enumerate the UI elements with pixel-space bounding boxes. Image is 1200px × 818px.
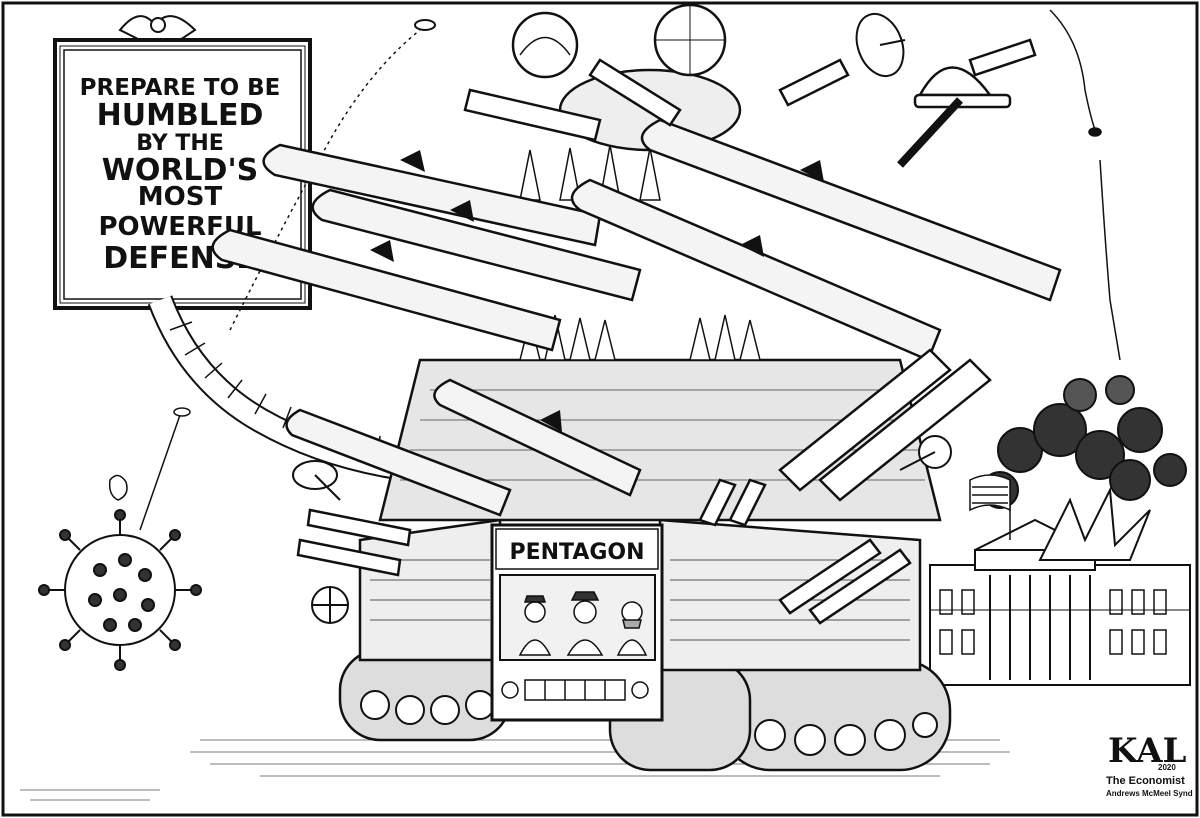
sign-line-3: BY THE: [136, 131, 224, 156]
us-flag-icon: [969, 474, 1011, 540]
pentagon-cab: PENTAGON: [490, 523, 664, 722]
turret-helmet: [897, 66, 1012, 168]
coronavirus-icon: [38, 509, 202, 671]
pentagon-label: PENTAGON: [509, 540, 644, 565]
explosion-burst: [1038, 486, 1151, 561]
sign-line-4: WORLD'S: [102, 153, 259, 188]
radar-dish-icon: [292, 13, 952, 624]
artist-signature: KAL 2020 The Economist Andrews McMeel Sy…: [1106, 731, 1193, 798]
sign-line-5: MOST: [138, 182, 223, 212]
sign-line-1: PREPARE TO BE: [80, 75, 281, 101]
signature-syndicate: Andrews McMeel Synd: [1106, 789, 1193, 798]
signature-publication: The Economist: [1106, 775, 1185, 787]
official-figures: [518, 591, 648, 656]
small-rocket-icon: [414, 19, 436, 31]
gun-barrels: [296, 38, 1037, 625]
signature-artist: KAL: [1108, 731, 1187, 771]
white-house-icon: [929, 518, 1191, 686]
right-tread: [718, 658, 952, 772]
sign-line-2: HUMBLED: [97, 98, 264, 133]
tiny-missile-hit: [108, 407, 191, 531]
cab-grille: [501, 679, 649, 701]
missile-array: [211, 118, 1062, 517]
falling-missile-trail: [1049, 9, 1121, 361]
ground-hatching: [20, 739, 1010, 801]
signature-year: 2020: [1158, 763, 1176, 772]
